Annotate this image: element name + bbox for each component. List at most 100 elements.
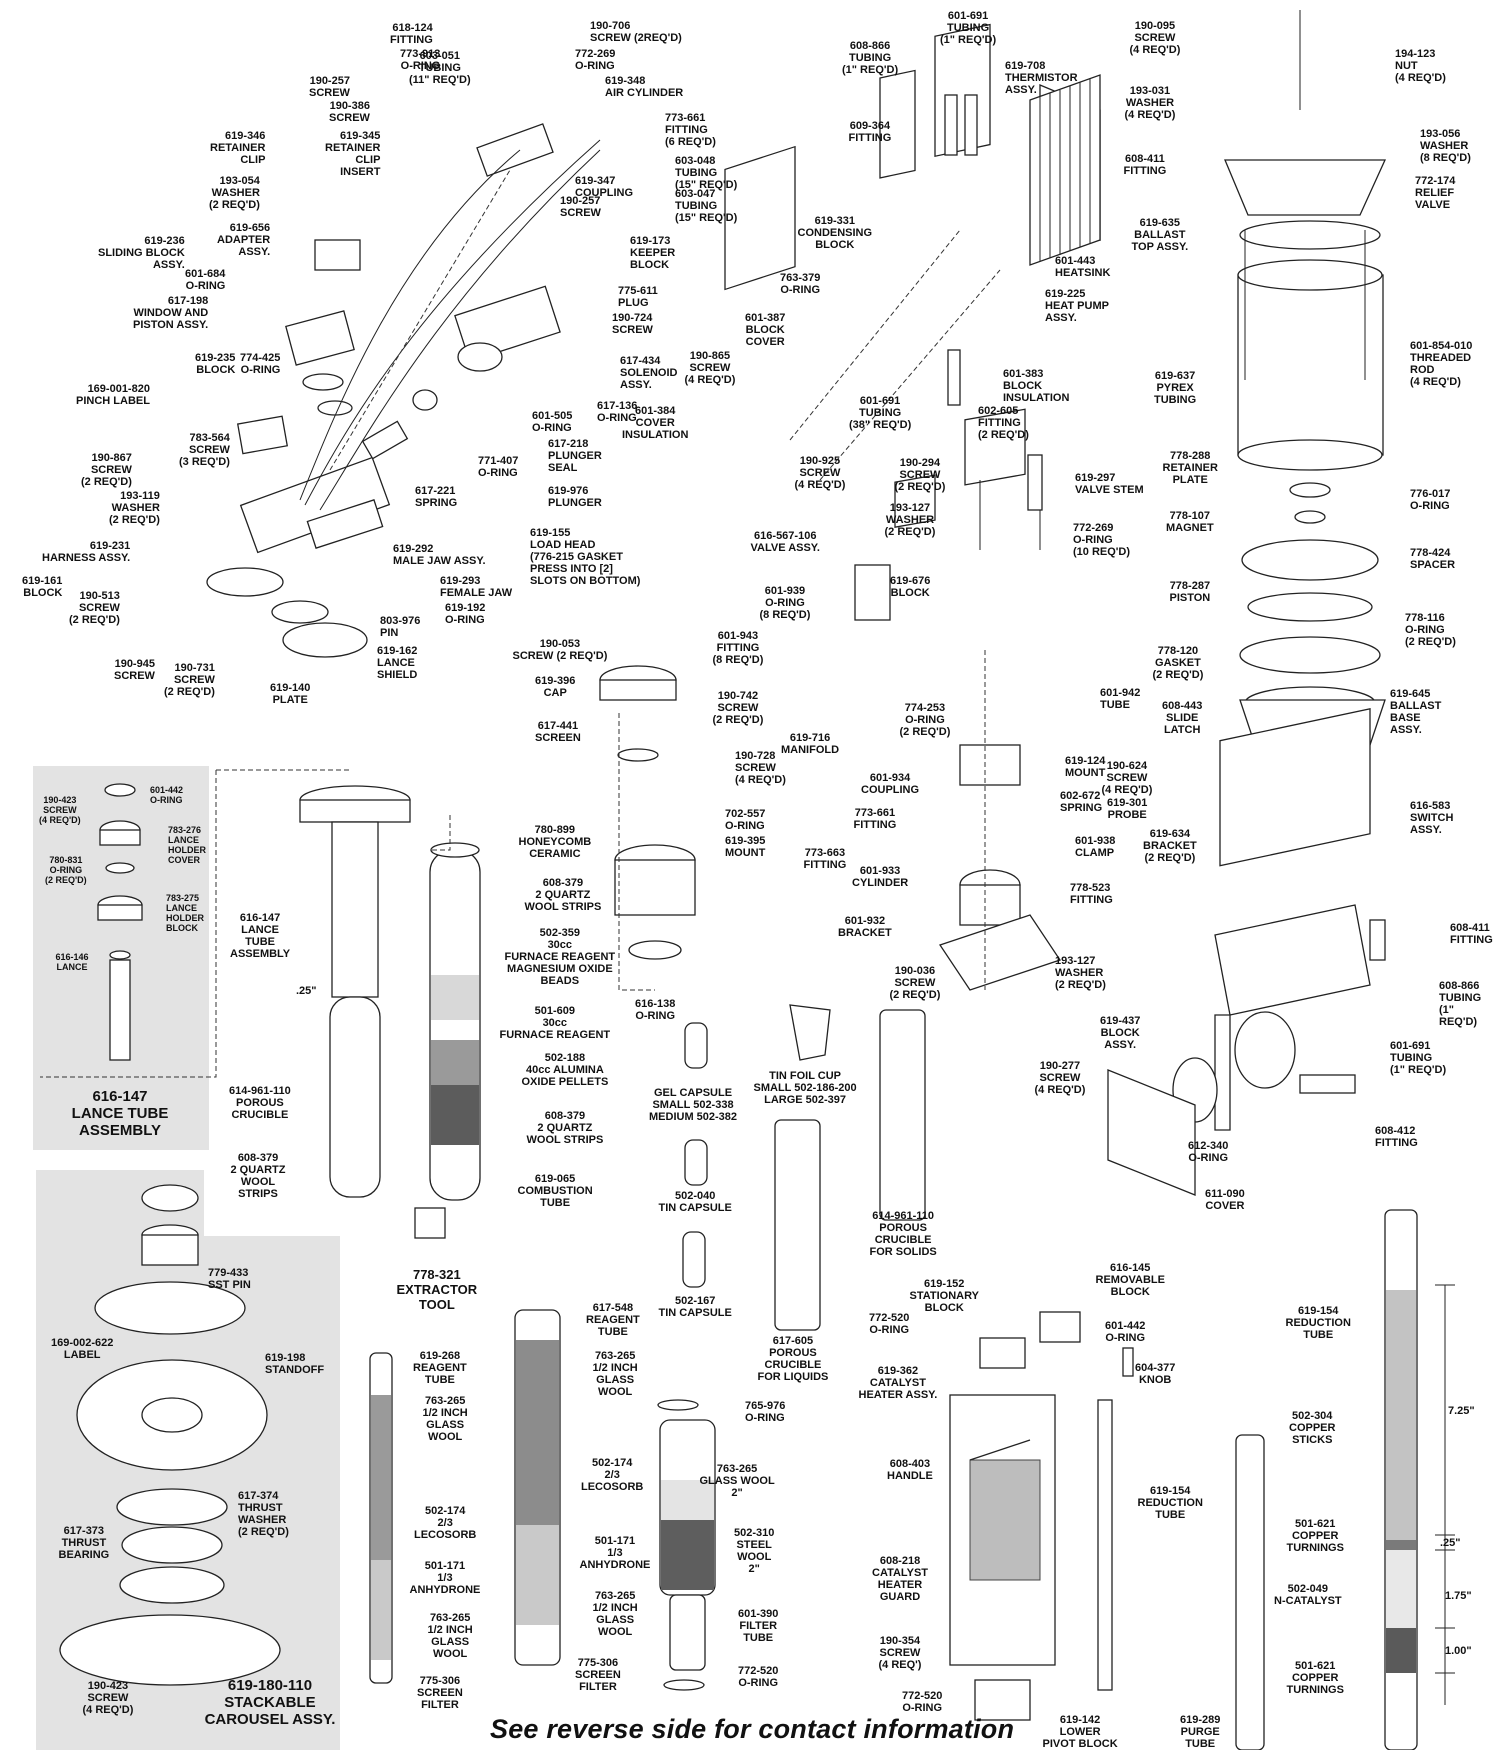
callout-608-379b: 608-379 2 QUARTZ WOOL STRIPS xyxy=(524,877,602,913)
callout-502-359: 502-359 30cc FURNACE REAGENT MAGNESIUM O… xyxy=(504,927,616,987)
callout-501-621a: 501-621 COPPER TURNINGS xyxy=(1286,1518,1344,1554)
callout-778-287: 778-287 PISTON xyxy=(1169,580,1211,604)
callout-601-442b: 601-442 O-RING xyxy=(1105,1320,1146,1344)
callout-775-306a: 775-306 SCREEN FILTER xyxy=(417,1675,463,1711)
callout-763-265b: 763-265 1/2 INCH GLASS WOOL xyxy=(427,1612,473,1660)
callout-619-437: 619-437 BLOCK ASSY. xyxy=(1100,1015,1141,1051)
callout-772-269a: 772-269 O-RING xyxy=(575,48,616,72)
callout-609-364: 609-364 FITTING xyxy=(848,120,892,144)
callout-619-198: 619-198 STANDOFF xyxy=(265,1352,325,1376)
callout-775-306b: 775-306 SCREEN FILTER xyxy=(575,1657,621,1693)
footer-contact-note: See reverse side for contact information xyxy=(490,1714,1015,1744)
callout-619-301: 619-301 PROBE xyxy=(1107,797,1148,821)
load-head-assembly-drawing xyxy=(206,123,601,658)
combustion-tube-drawing xyxy=(429,815,481,1201)
callout-778-120: 778-120 GASKET (2 REQ'D) xyxy=(1152,645,1204,681)
callout-602-672: 602-672 SPRING xyxy=(1060,790,1103,814)
callout-502-310: 502-310 STEEL WOOL 2" xyxy=(734,1527,775,1575)
callout-601-443: 601-443 HEATSINK xyxy=(1055,255,1111,279)
callout-619-395: 619-395 MOUNT xyxy=(725,835,766,859)
callout-619-396: 619-396 CAP xyxy=(535,675,576,699)
callout-190-624: 190-624 SCREW (4 REQ'D) xyxy=(1101,760,1153,796)
callout-617-441: 617-441 SCREEN xyxy=(535,720,581,744)
callout-601-938: 601-938 CLAMP xyxy=(1075,835,1116,859)
callout-773-661b: 773-661 FITTING xyxy=(853,807,897,831)
callout-619-140: 619-140 PLATE xyxy=(270,682,311,706)
callout-193-056: 193-056 WASHER (8 REQ'D) xyxy=(1420,128,1471,164)
callout-617-221: 617-221 SPRING xyxy=(415,485,458,509)
callout-619-289: 619-289 PURGE TUBE xyxy=(1180,1714,1221,1750)
callout-617-605: 617-605 POROUS CRUCIBLE FOR LIQUIDS xyxy=(757,1335,829,1383)
callout-502-040: 502-040 TIN CAPSULE xyxy=(658,1190,732,1214)
callout-601-390: 601-390 FILTER TUBE xyxy=(738,1608,779,1644)
callout-190-945: 190-945 SCREW xyxy=(114,658,155,682)
callout-602-605: 602-605 FITTING (2 REQ'D) xyxy=(978,405,1029,441)
callout-779-433: 779-433 SST PIN xyxy=(208,1267,251,1291)
callout-190-294: 190-294 SCREW (2 REQ'D) xyxy=(894,457,946,493)
callout-601-943: 601-943 FITTING (8 REQ'D) xyxy=(712,630,764,666)
callout-601-442a: 601-442 O-RING xyxy=(150,785,184,805)
reagent-tubes-drawing xyxy=(369,1309,716,1691)
callout-619-347: 619-347 COUPLING xyxy=(575,175,634,199)
callout-619-645: 619-645 BALLAST BASE ASSY. xyxy=(1390,688,1442,736)
callout-603-048: 603-048 TUBING (15" REQ'D) xyxy=(675,155,738,191)
callout-190-257a: 190-257 SCREW xyxy=(309,75,350,99)
callout-190-036: 190-036 SCREW (2 REQ'D) xyxy=(889,965,941,1001)
callout-601-387: 601-387 BLOCK COVER xyxy=(745,312,786,348)
callout-190-053: 190-053 SCREW (2 REQ'D) xyxy=(512,638,608,662)
callout-502-174a: 502-174 2/3 LECOSORB xyxy=(414,1505,477,1541)
callout-190-724: 190-724 SCREW xyxy=(612,312,653,336)
callout-617-136: 617-136 O-RING xyxy=(597,400,638,424)
callout-601-691b: 601-691 TUBING (38" REQ'D) xyxy=(849,395,912,431)
ballast-assembly-drawing xyxy=(1224,10,1387,761)
callout-601-932: 601-932 BRACKET xyxy=(838,915,892,939)
callout-763-265e: 763-265 GLASS WOOL 2" xyxy=(699,1463,775,1499)
callout-601-933: 601-933 CYLINDER xyxy=(852,865,909,889)
callout-772-520c: 772-520 O-RING xyxy=(902,1690,943,1714)
callout-603-047: 603-047 TUBING (15" REQ'D) xyxy=(675,188,738,224)
callout-603-051: 603-051 TUBING (11" REQ'D) xyxy=(409,50,471,86)
callout-190-423b: 190-423 SCREW (4 REQ'D) xyxy=(82,1680,134,1716)
callout-601-691a: 601-691 TUBING (1" REQ'D) xyxy=(940,10,997,46)
catalyst-heater-drawing xyxy=(949,1311,1134,1721)
callout-617-198: 617-198 WINDOW AND PISTON ASSY. xyxy=(133,295,209,331)
callout-608-866b: 608-866 TUBING (1" REQ'D) xyxy=(1439,980,1482,1028)
callout-190-277: 190-277 SCREW (4 REQ'D) xyxy=(1034,1060,1086,1096)
callout-619-331: 619-331 CONDENSING BLOCK xyxy=(797,215,873,251)
callout-190-257b: 190-257 SCREW xyxy=(560,195,601,219)
callout-778-107: 778-107 MAGNET xyxy=(1166,510,1214,534)
callout-190-386: 190-386 SCREW xyxy=(329,100,370,124)
callout-190-925: 190-925 SCREW (4 REQ'D) xyxy=(794,455,846,491)
callout-773-913: 773-913 O-RING xyxy=(400,48,441,72)
callout-619-142: 619-142 LOWER PIVOT BLOCK xyxy=(1042,1714,1118,1750)
callout-617-374: 617-374 THRUST WASHER (2 REQ'D) xyxy=(238,1490,289,1538)
callout-619-154b: 619-154 REDUCTION TUBE xyxy=(1285,1305,1351,1341)
callout-778-523: 778-523 FITTING xyxy=(1070,882,1113,906)
callout-763-379: 763-379 O-RING xyxy=(780,272,821,296)
callout-702-557: 702-557 O-RING xyxy=(725,808,766,832)
callout-502-167: 502-167 TIN CAPSULE xyxy=(658,1295,732,1319)
callout-190-728: 190-728 SCREW (4 REQ'D) xyxy=(735,750,786,786)
callout-190-354: 190-354 SCREW (4 REQ') xyxy=(878,1635,922,1671)
manifold-drawing xyxy=(854,408,1062,991)
callout-608-379a: 608-379 2 QUARTZ WOOL STRIPS xyxy=(230,1152,286,1200)
callout-616-567-106: 616-567-106 VALVE ASSY. xyxy=(750,530,820,554)
callout-773-661a: 773-661 FITTING (6 REQ'D) xyxy=(665,112,716,148)
capsules-drawing xyxy=(682,1004,926,1331)
callout-619-362: 619-362 CATALYST HEATER ASSY. xyxy=(858,1365,938,1401)
callout-778-424: 778-424 SPACER xyxy=(1410,547,1456,571)
callout-780-899: 780-899 HONEYCOMB CERAMIC xyxy=(518,824,592,860)
callout-501-621b: 501-621 COPPER TURNINGS xyxy=(1286,1660,1344,1696)
callout-619-154a: 619-154 REDUCTION TUBE xyxy=(1137,1485,1203,1521)
callout-190-731: 190-731 SCREW (2 REQ'D) xyxy=(164,662,215,698)
callout-619-268: 619-268 REAGENT TUBE xyxy=(413,1350,467,1386)
callout-619-161: 619-161 BLOCK xyxy=(22,575,63,599)
callout-193-127b: 193-127 WASHER (2 REQ'D) xyxy=(1055,955,1106,991)
callout-501-609: 501-609 30cc FURNACE REAGENT xyxy=(499,1005,611,1041)
callout-190-513: 190-513 SCREW (2 REQ'D) xyxy=(69,590,120,626)
callout-619-637: 619-637 PYREX TUBING xyxy=(1154,370,1197,406)
lance-tube-drawing xyxy=(40,769,411,1198)
callout-614-961-110a: 614-961-110 POROUS CRUCIBLE xyxy=(229,1085,291,1121)
